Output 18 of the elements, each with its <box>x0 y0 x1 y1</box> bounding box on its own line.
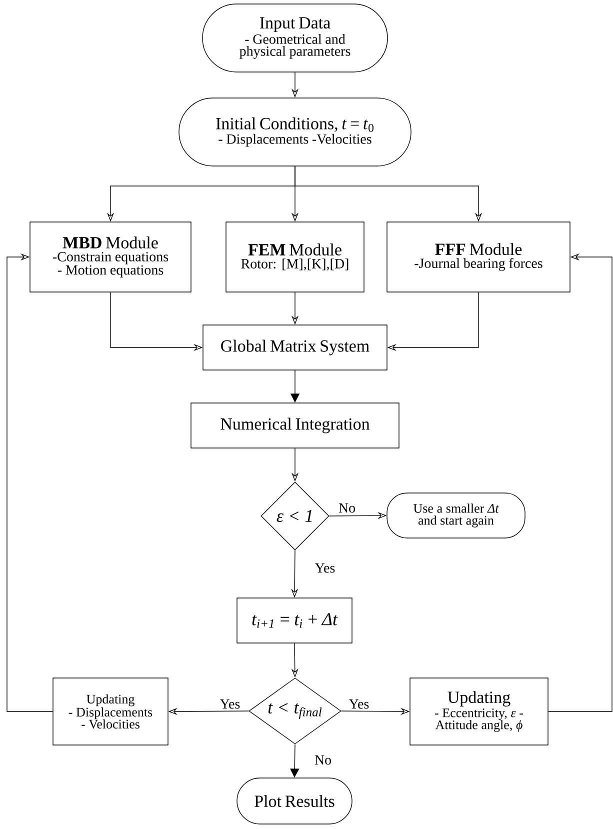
process-box: Global Matrix System <box>202 324 388 370</box>
edge-label: Yes <box>218 698 242 710</box>
process-box: Updating - Displacements - Velocities <box>52 678 168 746</box>
process-box: MBD Module -Constrain equations - Motion equations <box>30 222 192 292</box>
arrow <box>6 253 53 712</box>
process-box: FFF Module -Journal bearing forces <box>386 222 570 292</box>
edge-label: Yes <box>314 562 336 574</box>
start-terminal: Input Data - Geometrical and physical parameters <box>202 4 388 72</box>
process-box: Updating - Eccentricity, ε - Attitude angle, ϕ <box>410 678 548 746</box>
terminal-box: Use a smaller Δt and start again <box>386 492 526 538</box>
process-box: Numerical Integration <box>190 402 400 448</box>
process-box: t$_{i+1}$ = t$_{i}$ + Δt <box>236 598 352 644</box>
start-terminal: Initial Conditions, t = t$_{0}$ - Displacements -Velocities <box>178 98 412 166</box>
edge-label: Yes <box>348 698 370 710</box>
process-box: FEM Module Rotor: [M],[K],[D] <box>226 222 364 292</box>
edge-label: No <box>313 754 333 766</box>
edge-label: No <box>337 502 357 514</box>
end-terminal: Plot Results <box>236 778 352 824</box>
